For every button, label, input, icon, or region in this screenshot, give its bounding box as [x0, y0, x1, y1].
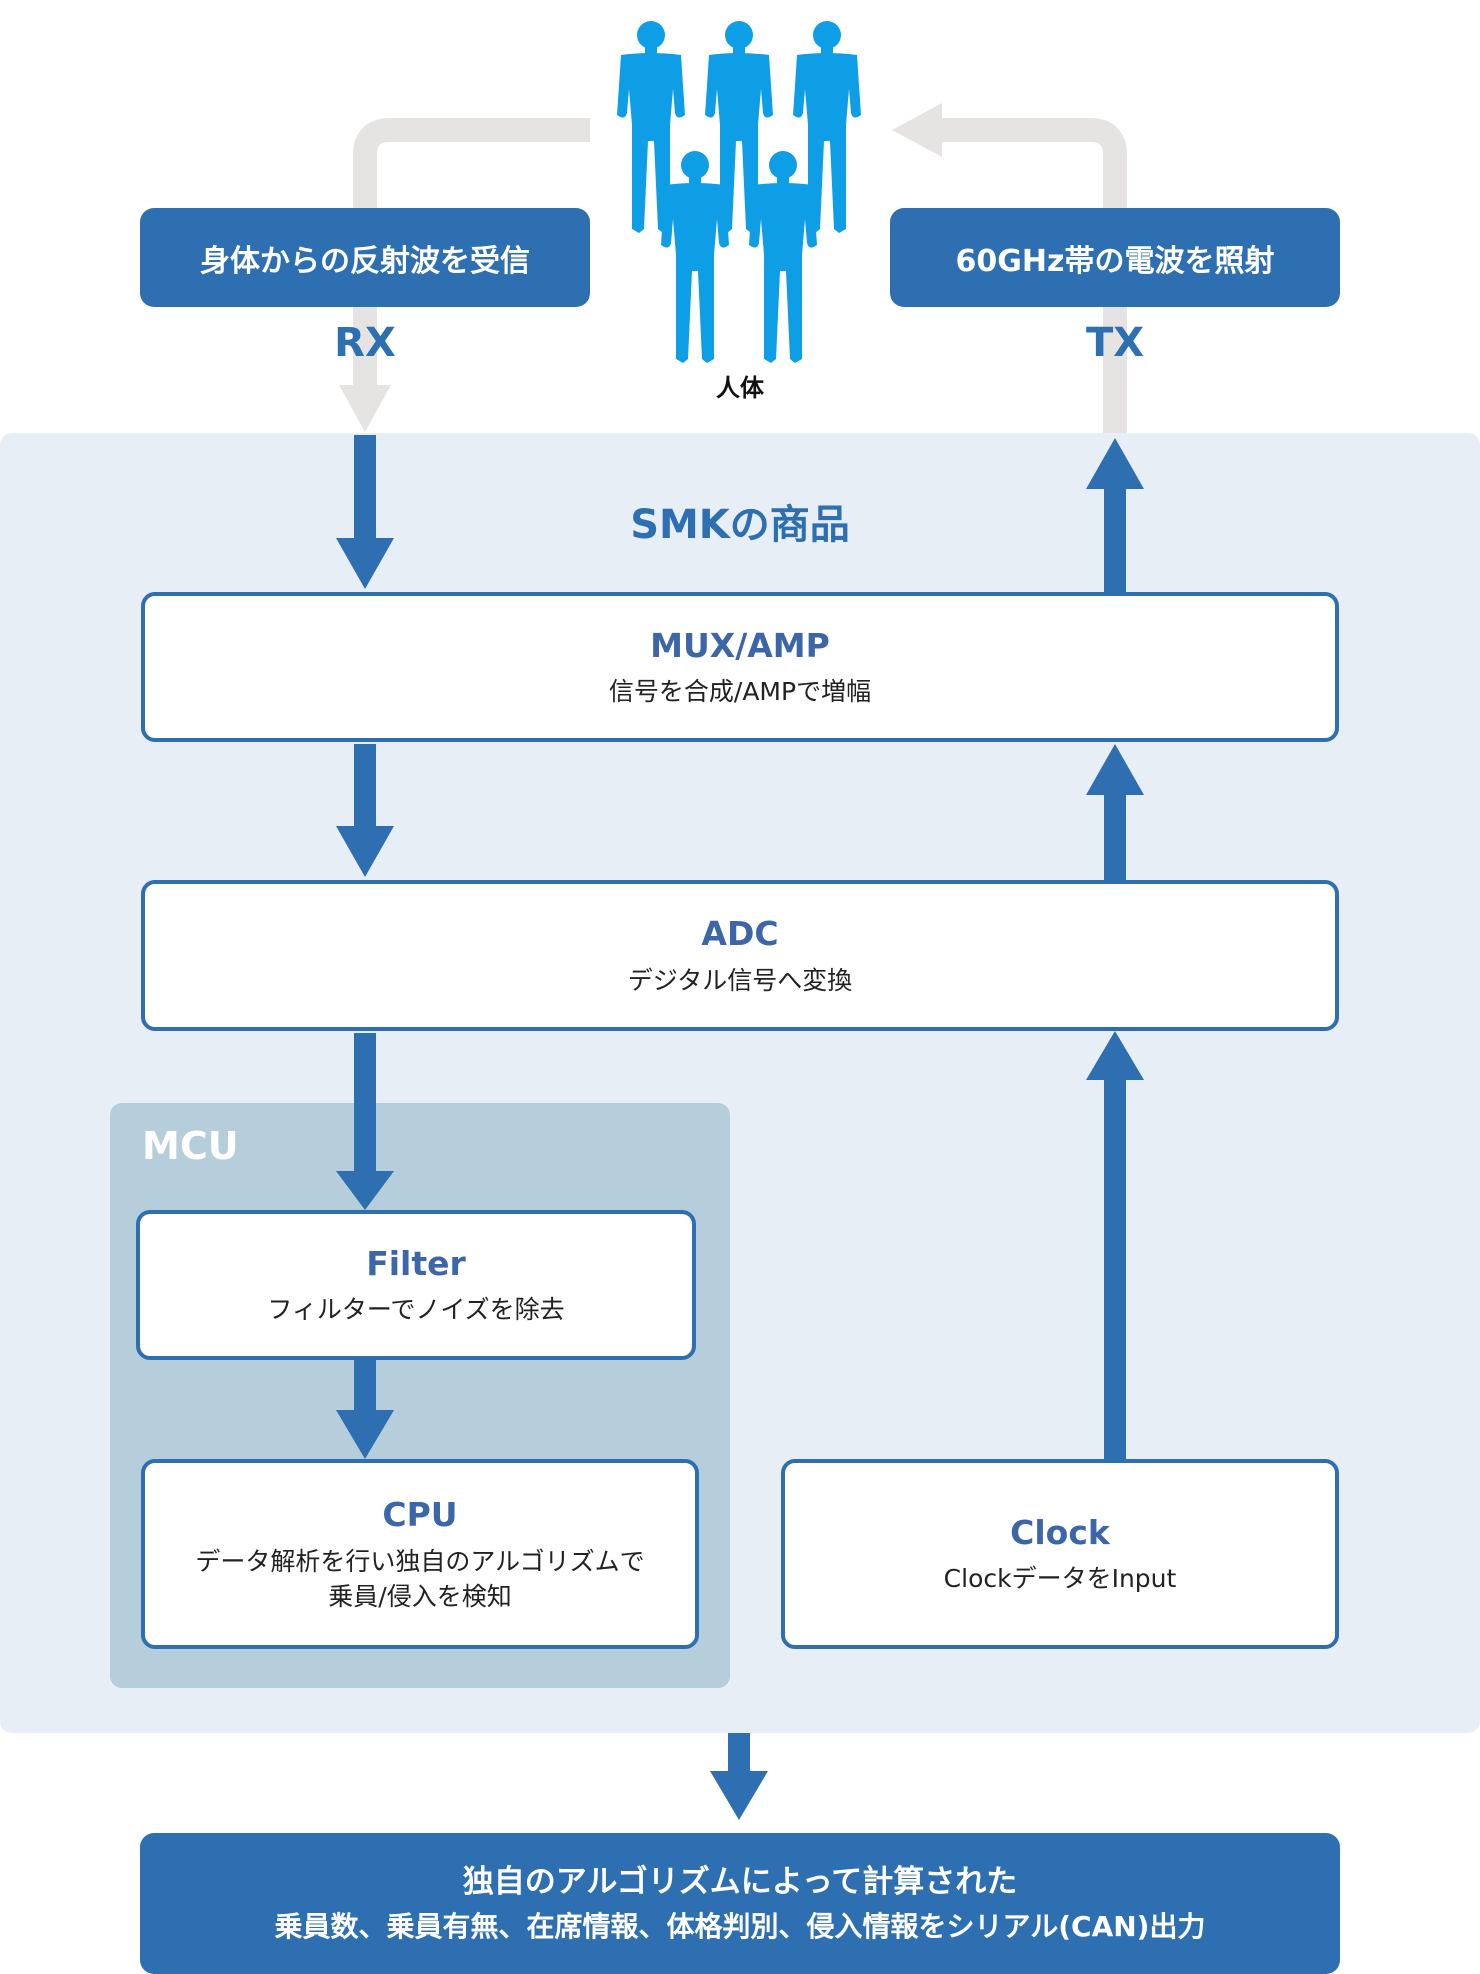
- smk-product-title: SMKの商品: [630, 502, 850, 548]
- rx-gray-path: [339, 118, 590, 432]
- mux-amp-desc: 信号を合成/AMPで増幅: [608, 677, 872, 707]
- arrow-adc-to-filter: [336, 1033, 394, 1210]
- arrow-adc-to-mux: [1086, 744, 1144, 882]
- tx-label: TX: [1085, 320, 1145, 366]
- human-label: 人体: [716, 374, 764, 402]
- arrow-mux-to-adc: [336, 744, 394, 877]
- output-line-1: 独自のアルゴリズムによって計算された: [462, 1864, 1018, 1901]
- cpu-desc: データ解析を行い独自のアルゴリズムで 乗員/侵入を検知: [195, 1546, 645, 1611]
- arrow-mux-to-tx: [1086, 438, 1144, 593]
- cpu-title: CPU: [382, 1495, 458, 1535]
- adc-block: ADC デジタル信号へ変換: [141, 880, 1339, 1031]
- arrow-rx-to-mux: [336, 435, 394, 589]
- filter-title: Filter: [366, 1243, 466, 1283]
- mux-amp-block: MUX/AMP 信号を合成/AMPで増幅: [141, 592, 1339, 742]
- rx-label: RX: [334, 320, 396, 366]
- arrow-clock-to-adc: [1086, 1031, 1144, 1460]
- output-line-2: 乗員数、乗員有無、在席情報、体格判別、侵入情報をシリアル(CAN)出力: [274, 1909, 1206, 1943]
- mcu-title: MCU: [142, 1124, 239, 1168]
- human-figures-icon: [617, 21, 861, 363]
- adc-desc: デジタル信号へ変換: [627, 965, 853, 995]
- rx-box: 身体からの反射波を受信: [140, 208, 590, 307]
- arrow-filter-to-cpu: [336, 1360, 394, 1459]
- mux-amp-title: MUX/AMP: [650, 625, 830, 665]
- cpu-block: CPU データ解析を行い独自のアルゴリズムで 乗員/侵入を検知: [141, 1459, 699, 1649]
- output-box: 独自のアルゴリズムによって計算された 乗員数、乗員有無、在席情報、体格判別、侵入…: [140, 1833, 1340, 1974]
- adc-title: ADC: [701, 914, 779, 954]
- filter-block: Filter フィルターでノイズを除去: [136, 1210, 696, 1360]
- clock-desc: Clockデータを​Input: [943, 1564, 1177, 1594]
- filter-desc: フィルターでノイズを除去: [267, 1295, 565, 1325]
- clock-title: Clock: [1010, 1512, 1110, 1552]
- clock-block: Clock Clockデータを​Input: [781, 1459, 1339, 1649]
- tx-box: 60GHz帯の電波を照射: [890, 208, 1340, 307]
- tx-gray-path: [892, 103, 1127, 433]
- arrow-panel-to-output: [710, 1733, 768, 1820]
